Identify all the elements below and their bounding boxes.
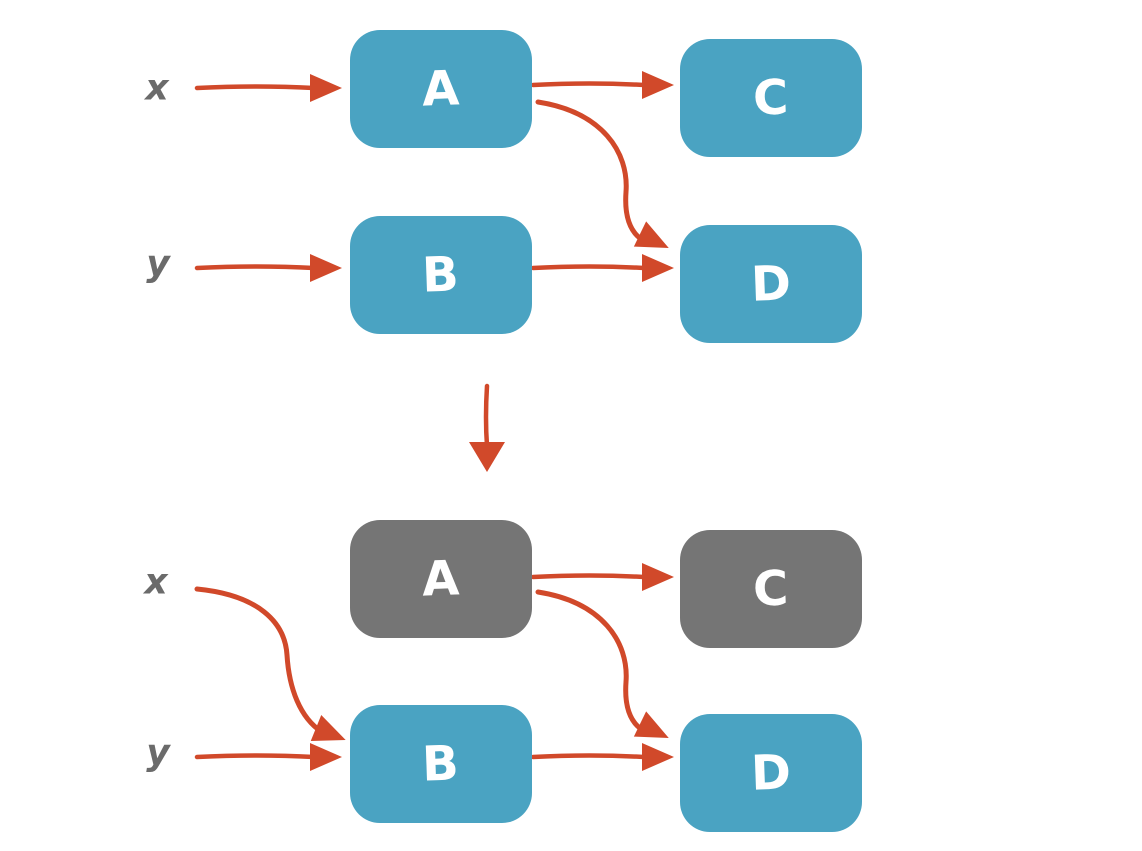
- edge-y-to-b-before: [194, 254, 342, 282]
- node-b-before-label: B: [421, 246, 461, 304]
- edge-a-to-c-after: [530, 563, 674, 591]
- node-b-before: B: [350, 216, 532, 334]
- edge-a-to-d-before: [535, 99, 669, 249]
- edge-b-to-d-after: [530, 743, 674, 771]
- node-c-after: C: [680, 530, 862, 648]
- node-c-before-label: C: [751, 69, 791, 127]
- edge-b-to-d-before: [530, 254, 674, 282]
- node-d-before: D: [680, 225, 862, 343]
- edge-a-to-c-before: [530, 71, 674, 99]
- input-label-y-after: y: [146, 732, 170, 774]
- transition-arrow-down-icon: [469, 383, 505, 472]
- input-label-x-after: x: [144, 561, 168, 603]
- input-label-x-before: x: [145, 67, 169, 109]
- node-c-after-label: C: [751, 560, 791, 618]
- node-d-before-label: D: [749, 255, 793, 313]
- node-c-before: C: [680, 39, 862, 157]
- node-a-before-label: A: [420, 60, 462, 118]
- edge-x-to-b-after: [194, 586, 346, 741]
- edge-x-to-a-before: [194, 74, 342, 102]
- node-d-after: D: [680, 714, 862, 832]
- node-d-after-label: D: [749, 744, 793, 802]
- node-b-after: B: [350, 705, 532, 823]
- node-a-after-label: A: [420, 550, 462, 608]
- input-label-y-before: y: [146, 243, 170, 285]
- node-a-after: A: [350, 520, 532, 638]
- node-a-before: A: [350, 30, 532, 148]
- node-b-after-label: B: [421, 735, 461, 793]
- edge-y-to-b-after: [194, 743, 342, 771]
- edge-a-to-d-after: [535, 589, 669, 739]
